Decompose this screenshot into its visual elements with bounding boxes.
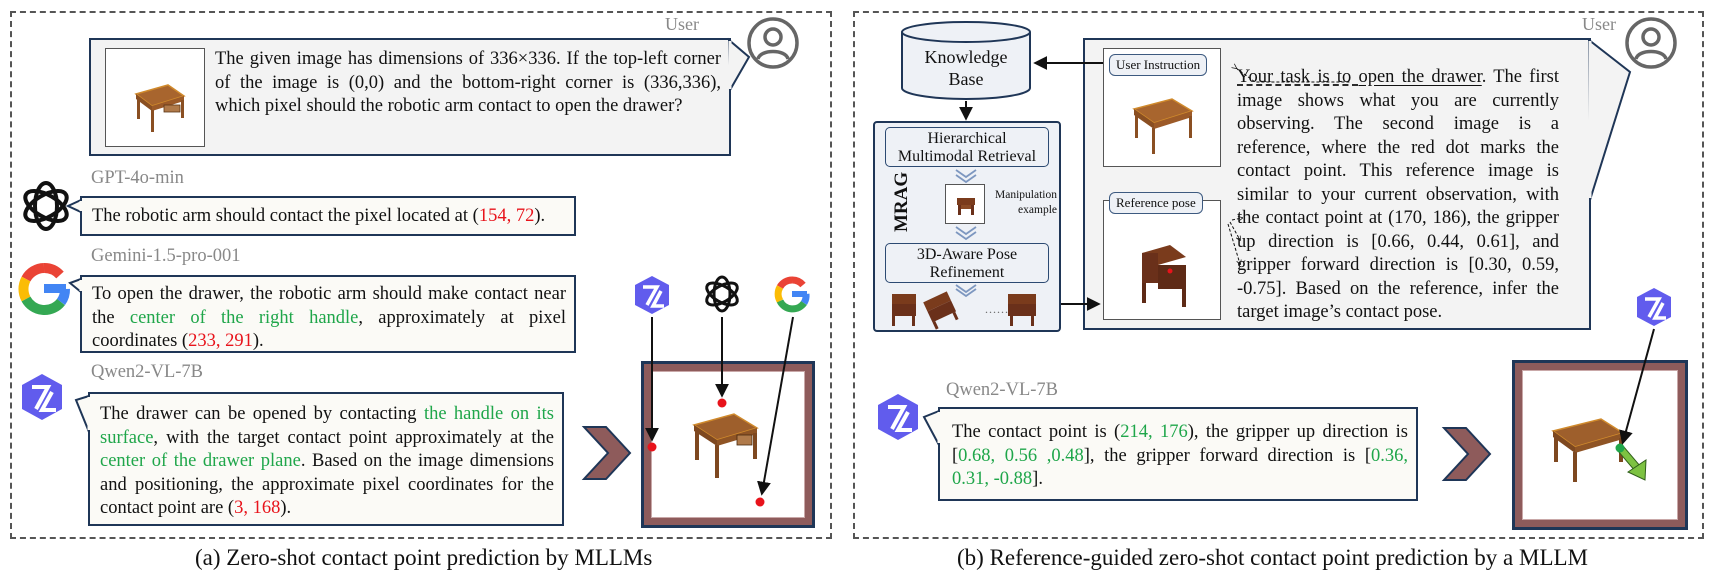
predicted-coordinate: 154, 72 — [478, 206, 535, 226]
prediction-result-frame-b — [1512, 360, 1688, 530]
stage-line: 3D-Aware Pose — [916, 246, 1018, 263]
stage-line: Multimodal Retrieval — [897, 148, 1037, 165]
predicted-contact-point: 214, 176 — [1120, 422, 1188, 442]
text-segment: ), the gripper up direction is [ — [952, 422, 1408, 466]
candidate-pose-1 — [892, 294, 916, 326]
observation-image — [105, 48, 205, 147]
text-segment: , approximately at pixel coordinates ( — [92, 307, 567, 352]
knowledge-base-line: Base — [948, 69, 984, 89]
knowledge-base-cylinder-icon — [901, 21, 1031, 100]
prediction-result-image-b — [1522, 370, 1678, 520]
panel-reference-guided — [853, 11, 1704, 539]
task-phrase: open the drawer — [1358, 67, 1482, 87]
qwen-response-text: The drawer can be opened by contacting t… — [100, 403, 554, 521]
predicted-up-direction: 0.68, 0.56 ,0.48 — [958, 445, 1084, 466]
grounded-phrase: center of the right handle — [129, 307, 359, 328]
prediction-result-image-a — [651, 371, 805, 518]
qwen-reference-response-bubble: The contact point is (214, 176), the gri… — [938, 407, 1418, 501]
gpt-response-bubble: The robotic arm should contact the pixel… — [80, 196, 576, 236]
caption-b: (b) Reference-guided zero-shot contact p… — [957, 545, 1588, 570]
predicted-forward-direction: 0.36, 0.31, -0.88 — [952, 445, 1409, 490]
text-segment: . The first image shows what you are cur… — [1237, 67, 1559, 322]
user-label-b: User — [1582, 14, 1616, 34]
knowledge-base-label: Knowledge Base — [900, 46, 1032, 90]
table-image — [1551, 418, 1625, 482]
prediction-result-frame-a — [641, 361, 815, 528]
grounded-phrase: center of the drawer plane — [100, 451, 301, 471]
candidate-pose-2 — [923, 291, 959, 330]
user-avatar-icon — [1625, 17, 1677, 69]
panel-zero-shot — [10, 11, 832, 539]
text-segment: The contact point is ( — [952, 422, 1121, 442]
text-segment: The robotic arm should contact the pixel… — [92, 206, 479, 226]
model-label-qwen: Qwen2-VL-7B — [91, 362, 204, 382]
label-line: Manipulation — [995, 189, 1057, 201]
predicted-coordinate: 233, 291 — [188, 331, 253, 351]
user-label-a: User — [665, 14, 699, 34]
stage-line: Hierarchical — [927, 130, 1007, 147]
predicted-coordinate: 3, 168 — [234, 498, 281, 518]
grounded-phrase: the handle on its surface — [100, 404, 554, 448]
mrag-label: MRAG — [891, 171, 912, 232]
openai-logo-icon — [23, 181, 69, 231]
text-segment: ). — [252, 331, 264, 351]
google-logo-icon — [18, 263, 70, 316]
table-image — [957, 198, 975, 215]
text-segment: ). — [280, 498, 292, 518]
user-prompt-bubble: The given image has dimensions of 336×33… — [89, 38, 731, 156]
table-image — [1142, 245, 1186, 307]
text-segment: ). — [534, 206, 546, 226]
user-avatar-icon — [747, 17, 799, 69]
hierarchical-retrieval-stage: Hierarchical Multimodal Retrieval — [885, 127, 1049, 167]
candidate-poses — [892, 291, 1036, 330]
qwen-logo-icon — [878, 394, 918, 440]
text-segment: ], the gripper forward direction is [ — [1083, 445, 1372, 466]
reference-prompt-text: Your task is to open the drawer. The fir… — [1237, 66, 1559, 325]
qwen-response-bubble: The drawer can be opened by contacting t… — [88, 392, 564, 526]
text-segment: . Based on the image dimensions and posi… — [100, 451, 554, 518]
text-segment: To open the drawer, the robotic arm shou… — [92, 284, 566, 328]
qwen-logo-icon — [22, 374, 62, 420]
reference-prompt-bubble: User Instruction Reference pose Your tas… — [1083, 38, 1591, 330]
table-image — [1132, 98, 1194, 154]
candidates-ellipsis: ...... — [985, 302, 1009, 316]
stage-line: Refinement — [929, 264, 1005, 281]
reference-pose-tag: Reference pose — [1109, 192, 1203, 214]
knowledge-base-line: Knowledge — [924, 47, 1008, 67]
pose-refinement-stage: 3D-Aware Pose Refinement — [885, 243, 1049, 283]
manipulation-example-label: Manipulation example — [985, 188, 1057, 218]
text-segment: , with the target contact point approxim… — [153, 427, 554, 448]
gpt-response-text: The robotic arm should contact the pixel… — [92, 205, 572, 229]
label-line: example — [1018, 204, 1057, 216]
user-instruction-tag: User Instruction — [1109, 54, 1208, 76]
gemini-response-text: To open the drawer, the robotic arm shou… — [92, 283, 566, 354]
model-label-gpt: GPT-4o-min — [91, 168, 184, 188]
candidate-pose-3 — [1008, 294, 1036, 326]
instruction-prefix: Your task is to — [1237, 67, 1359, 87]
qwen-reference-response-text: The contact point is (214, 176), the gri… — [952, 421, 1408, 492]
table-image — [134, 84, 186, 132]
text-segment: The drawer can be opened by contacting — [100, 404, 424, 424]
table-image — [692, 413, 759, 478]
manipulation-example-image — [945, 184, 985, 224]
user-prompt-text: The given image has dimensions of 336×33… — [215, 49, 721, 116]
model-label-qwen-b: Qwen2-VL-7B — [946, 380, 1059, 400]
reference-pose-image — [1103, 200, 1221, 320]
model-label-gemini: Gemini-1.5-pro-001 — [91, 246, 241, 266]
text-segment: ]. — [1032, 469, 1043, 489]
gemini-response-bubble: To open the drawer, the robotic arm shou… — [80, 275, 576, 353]
caption-a: (a) Zero-shot contact point prediction b… — [195, 545, 653, 570]
